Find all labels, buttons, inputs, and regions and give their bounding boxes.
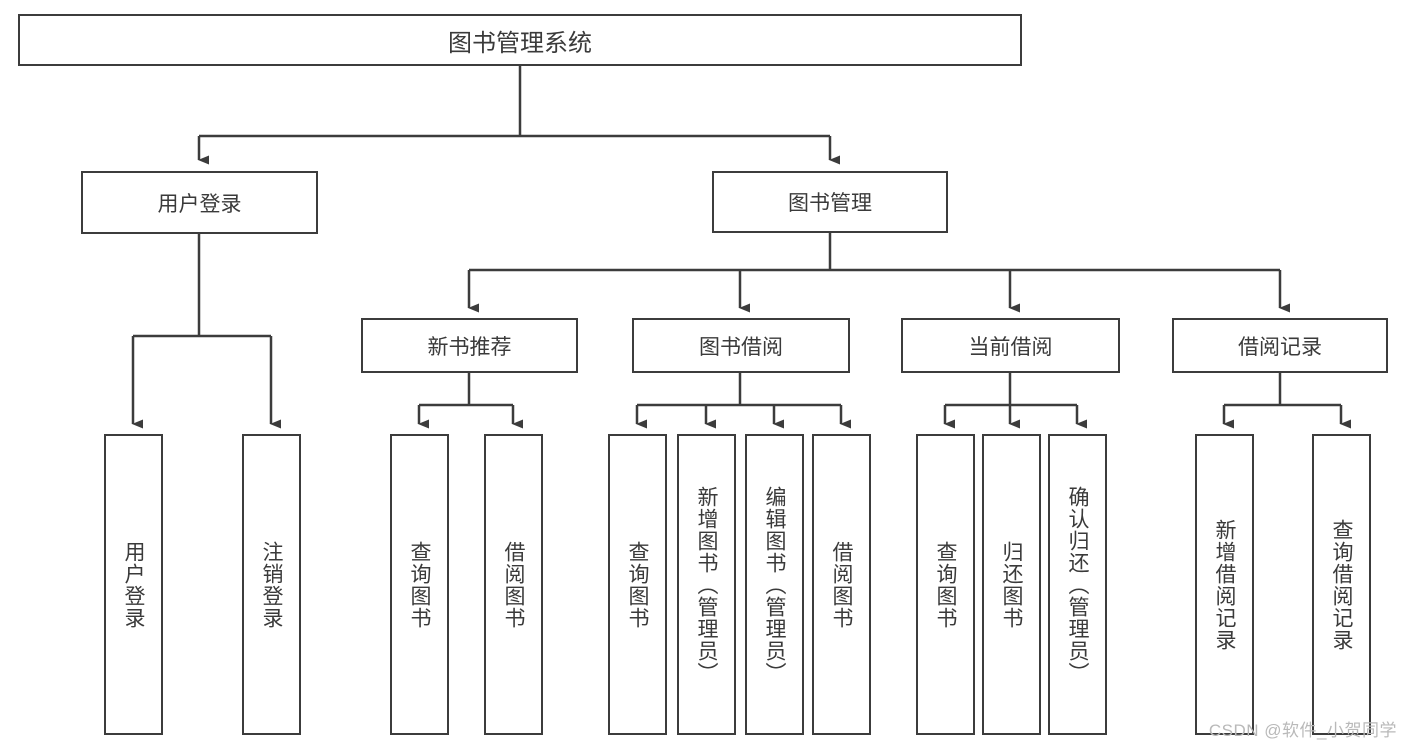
node-label: 新增借阅记录 xyxy=(1213,518,1237,651)
node-label: 查询图书 xyxy=(408,540,432,629)
leaf-user-login-signin[interactable]: 用户登录 xyxy=(104,434,163,735)
node-label: 借阅记录 xyxy=(1238,335,1322,359)
node-label: 借阅图书 xyxy=(502,540,526,629)
node-current-borrow[interactable]: 当前借阅 xyxy=(901,318,1120,373)
leaf-user-login-signout[interactable]: 注销登录 xyxy=(242,434,301,735)
node-borrow-record[interactable]: 借阅记录 xyxy=(1172,318,1388,373)
node-label: 用户登录 xyxy=(157,192,242,216)
node-label: 归还图书 xyxy=(1000,540,1024,629)
node-user-login[interactable]: 用户登录 xyxy=(81,171,318,234)
node-label: 编辑图书（管理员） xyxy=(763,485,787,684)
leaf-recommend-query-book[interactable]: 查询图书 xyxy=(390,434,449,735)
node-label: 查询借阅记录 xyxy=(1330,518,1354,651)
leaf-current-return-book[interactable]: 归还图书 xyxy=(982,434,1041,735)
node-label: 查询图书 xyxy=(934,540,958,629)
leaf-record-add-record[interactable]: 新增借阅记录 xyxy=(1195,434,1254,735)
node-label: 查询图书 xyxy=(626,540,650,629)
node-label: 用户登录 xyxy=(122,540,146,629)
node-book-management[interactable]: 图书管理 xyxy=(712,171,948,233)
node-label: 确认归还（管理员） xyxy=(1066,485,1090,684)
leaf-borrow-query-book[interactable]: 查询图书 xyxy=(608,434,667,735)
node-label: 图书借阅 xyxy=(699,335,783,359)
node-root-system[interactable]: 图书管理系统 xyxy=(18,14,1022,66)
node-label: 图书管理 xyxy=(788,192,872,215)
leaf-borrow-add-book-admin[interactable]: 新增图书（管理员） xyxy=(677,434,736,735)
node-label: 新书推荐 xyxy=(427,335,512,359)
leaf-current-confirm-return-admin[interactable]: 确认归还（管理员） xyxy=(1048,434,1107,735)
node-label: 当前借阅 xyxy=(968,335,1053,359)
leaf-record-query-record[interactable]: 查询借阅记录 xyxy=(1312,434,1371,735)
leaf-borrow-edit-book-admin[interactable]: 编辑图书（管理员） xyxy=(745,434,804,735)
node-label: 借阅图书 xyxy=(830,540,854,629)
node-book-borrow[interactable]: 图书借阅 xyxy=(632,318,850,373)
leaf-current-query-book[interactable]: 查询图书 xyxy=(916,434,975,735)
leaf-recommend-borrow-book[interactable]: 借阅图书 xyxy=(484,434,543,735)
node-label: 图书管理系统 xyxy=(448,29,592,57)
node-label: 新增图书（管理员） xyxy=(695,485,719,684)
node-label: 注销登录 xyxy=(260,540,284,629)
watermark: CSDN @软件_小贺同学 xyxy=(1208,721,1397,740)
leaf-borrow-borrow-book[interactable]: 借阅图书 xyxy=(812,434,871,735)
node-new-book-recommend[interactable]: 新书推荐 xyxy=(361,318,578,373)
